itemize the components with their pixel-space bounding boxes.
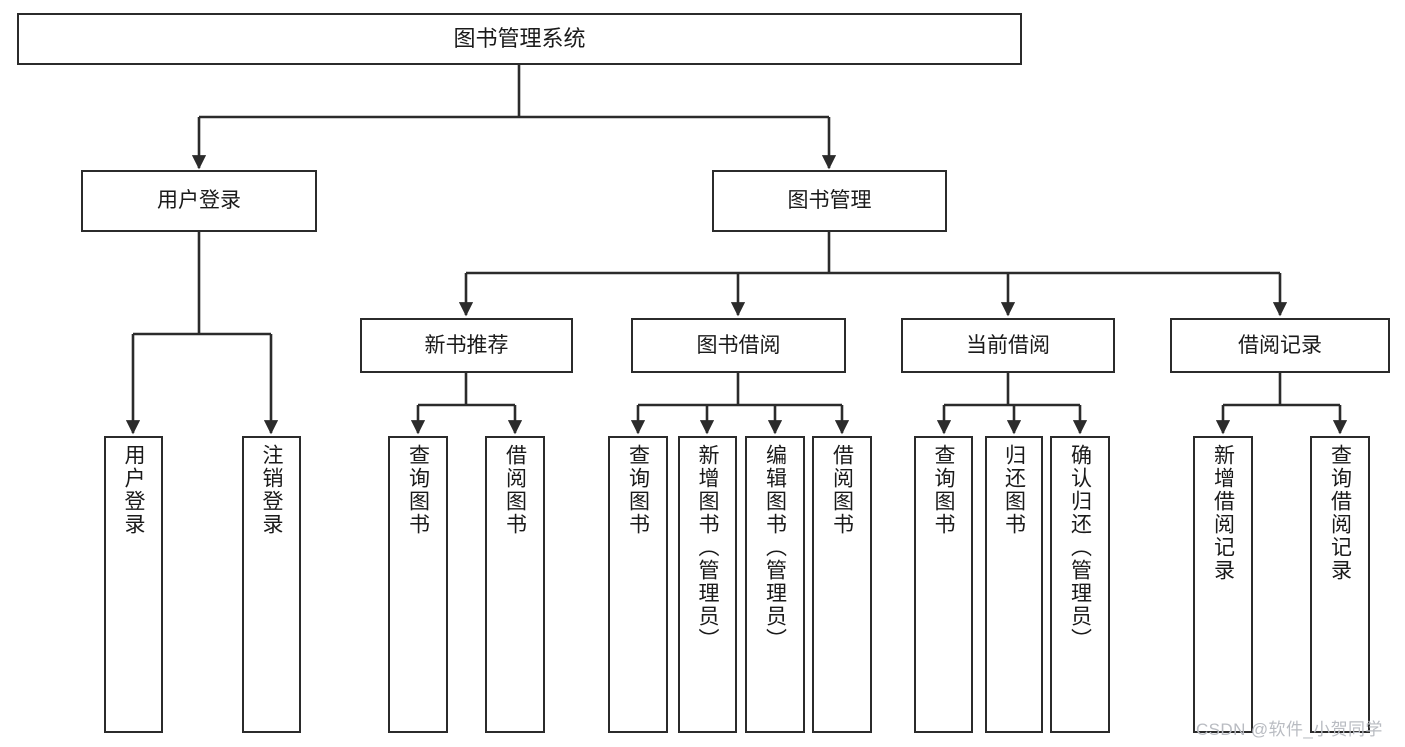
node-book-borrow[interactable]: 图书借阅 — [631, 318, 846, 373]
node-label: 注销登录 — [260, 444, 283, 536]
leaf-query-book-current[interactable]: 查询图书 — [914, 436, 973, 733]
node-label: 查询图书 — [932, 444, 955, 536]
leaf-query-book-recommend[interactable]: 查询图书 — [388, 436, 448, 733]
node-borrow-record[interactable]: 借阅记录 — [1170, 318, 1390, 373]
node-book-management[interactable]: 图书管理 — [712, 170, 947, 232]
node-label: 新增借阅记录 — [1211, 444, 1235, 582]
node-label: 编辑图书（管理员） — [763, 444, 787, 651]
node-new-book-recommend[interactable]: 新书推荐 — [360, 318, 573, 373]
leaf-edit-book-admin[interactable]: 编辑图书（管理员） — [745, 436, 805, 733]
node-label: 图书管理系统 — [453, 25, 586, 51]
leaf-add-borrow-record[interactable]: 新增借阅记录 — [1193, 436, 1253, 733]
node-root[interactable]: 图书管理系统 — [17, 13, 1022, 65]
node-label: 新增图书（管理员） — [696, 444, 719, 651]
node-label: 图书管理 — [787, 189, 872, 213]
node-label: 借阅记录 — [1238, 333, 1322, 357]
leaf-user-login[interactable]: 用户登录 — [104, 436, 163, 733]
node-label: 归还图书 — [1002, 444, 1026, 536]
node-label: 图书借阅 — [696, 333, 781, 357]
node-label: 借阅图书 — [503, 444, 527, 536]
watermark: CSDN @软件_小贺同学 — [1196, 720, 1383, 739]
node-label: 用户登录 — [122, 444, 145, 536]
leaf-query-borrow-record[interactable]: 查询借阅记录 — [1310, 436, 1370, 733]
leaf-borrow-book-recommend[interactable]: 借阅图书 — [485, 436, 545, 733]
node-label: 查询图书 — [626, 444, 650, 536]
leaf-add-book-admin[interactable]: 新增图书（管理员） — [678, 436, 737, 733]
node-label: 借阅图书 — [830, 444, 854, 536]
node-label: 查询图书 — [406, 444, 430, 536]
node-label: 当前借阅 — [966, 333, 1050, 357]
node-label: 用户登录 — [157, 189, 241, 213]
node-current-borrow[interactable]: 当前借阅 — [901, 318, 1115, 373]
node-label: 查询借阅记录 — [1328, 444, 1352, 582]
leaf-logout[interactable]: 注销登录 — [242, 436, 301, 733]
node-user-login[interactable]: 用户登录 — [81, 170, 317, 232]
node-label: 新书推荐 — [424, 333, 509, 357]
leaf-borrow-book[interactable]: 借阅图书 — [812, 436, 872, 733]
node-label: 确认归还（管理员） — [1068, 444, 1092, 651]
leaf-query-book-borrow[interactable]: 查询图书 — [608, 436, 668, 733]
leaf-return-book[interactable]: 归还图书 — [985, 436, 1043, 733]
leaf-confirm-return-admin[interactable]: 确认归还（管理员） — [1050, 436, 1110, 733]
